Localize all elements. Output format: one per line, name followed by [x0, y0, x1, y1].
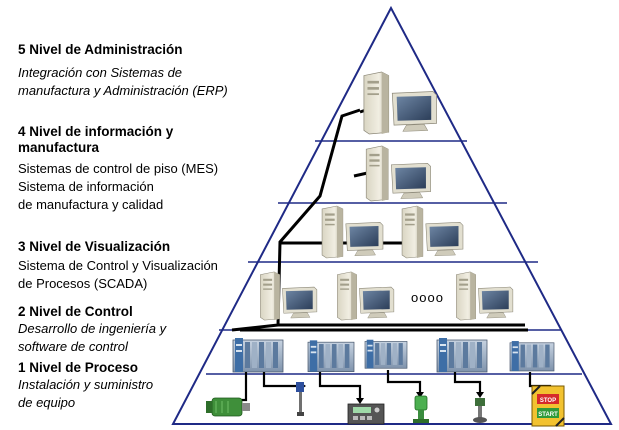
- scada-workstation-1: [321, 205, 384, 259]
- pump-icon: [413, 395, 429, 423]
- stop-button-icon: [537, 394, 559, 404]
- valve-icon: [473, 398, 487, 423]
- level-3-desc-1: Sistema de Control y Visualización: [18, 258, 218, 273]
- level-3: 3 Nivel de Visualización Sistema de Cont…: [18, 239, 218, 293]
- level-4-title-1: 4 Nivel de información y: [18, 124, 174, 139]
- control-workstation-2: [337, 271, 395, 321]
- level-1: 1 Nivel de Proceso Instalación y suminis…: [18, 360, 153, 412]
- level-4-desc-3: de manufactura y calidad: [18, 197, 164, 212]
- level-4-desc-2: Sistema de información: [18, 179, 154, 194]
- level-5: 5 Nivel de Administración Integración co…: [18, 42, 228, 100]
- plc-rack-2: [307, 339, 355, 373]
- controller-panel-icon: [347, 403, 385, 425]
- sensor-icon: [296, 382, 304, 416]
- stop-start-station: STOP START: [531, 385, 565, 427]
- level-5-desc-1: Integración con Sistemas de: [18, 65, 183, 80]
- level-2-title: 2 Nivel de Control: [18, 304, 133, 319]
- level-2: 2 Nivel de Control Desarrollo de ingenie…: [18, 304, 166, 356]
- control-workstation-1: [260, 271, 318, 321]
- level-3-desc-2: de Procesos (SCADA): [18, 276, 148, 291]
- motor-icon: [206, 397, 250, 417]
- ellipsis-label: oooo: [411, 290, 444, 305]
- level-5-title: 5 Nivel de Administración: [18, 42, 183, 57]
- plc-rack-4: [436, 337, 488, 373]
- level-2-desc-1: Desarrollo de ingeniería y: [18, 321, 167, 336]
- level-1-desc-2: de equipo: [18, 395, 76, 410]
- level-1-title: 1 Nivel de Proceso: [18, 360, 139, 375]
- level-1-desc-1: Instalación y suministro: [18, 377, 154, 392]
- level-4-title-2: manufactura: [18, 140, 100, 155]
- mes-workstation: [365, 145, 432, 202]
- level-3-title: 3 Nivel de Visualización: [18, 239, 171, 254]
- plc-rack-3: [364, 339, 408, 369]
- level-4: 4 Nivel de información y manufactura Sis…: [18, 124, 218, 214]
- level-4-desc-1: Sistemas de control de piso (MES): [18, 161, 219, 176]
- scada-workstation-2: [401, 205, 464, 259]
- control-workstation-3: [456, 271, 514, 321]
- start-label: START: [538, 412, 558, 418]
- start-button-icon: [537, 408, 559, 418]
- level-5-desc-2: manufactura y Administración (ERP): [18, 83, 228, 98]
- level-labels: 5 Nivel de Administración Integración co…: [0, 0, 300, 430]
- stop-label: STOP: [540, 398, 556, 404]
- pyramid-outline: [171, 5, 613, 425]
- plc-rack-5: [509, 340, 555, 372]
- erp-workstation: [363, 71, 437, 135]
- level-2-desc-2: software de control: [18, 339, 128, 354]
- plc-rack-1: [232, 337, 284, 373]
